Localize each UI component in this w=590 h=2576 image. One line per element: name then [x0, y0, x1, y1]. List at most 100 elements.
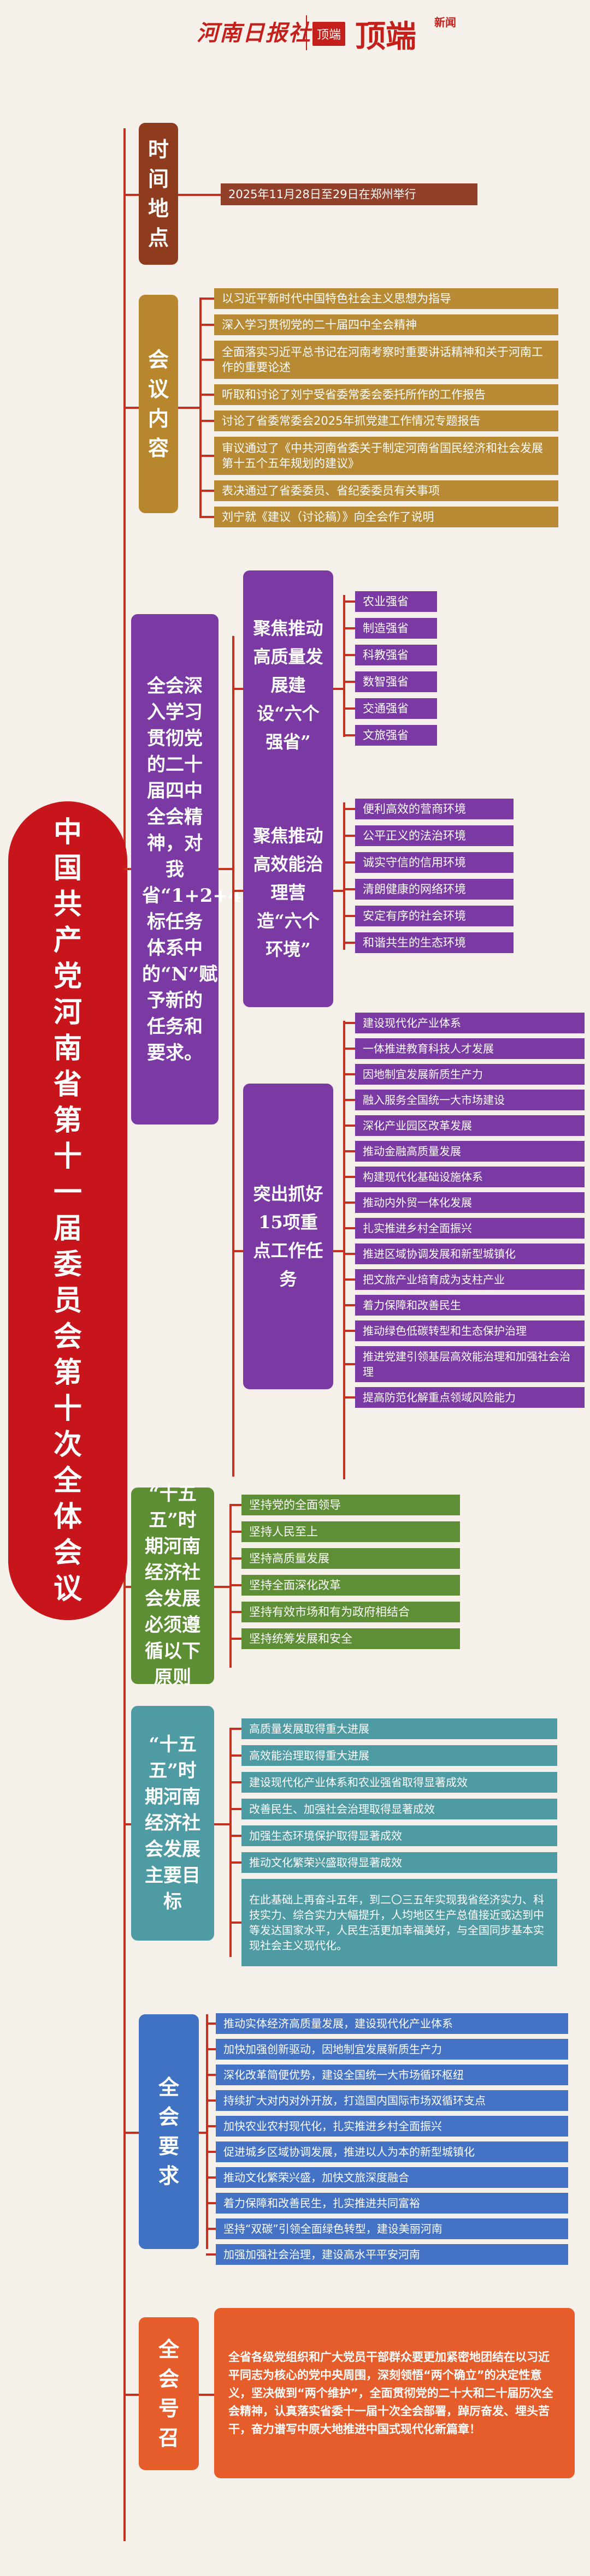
- item-connector: [206, 2074, 216, 2076]
- goal-item: 加强生态环境保护取得显著成效: [241, 1825, 557, 1846]
- province-item: 交通强省: [355, 698, 437, 719]
- item-connector: [206, 2048, 216, 2050]
- item-connector: [199, 490, 214, 492]
- environment-item: 安定有序的社会环境: [355, 906, 514, 926]
- item-connector: [199, 324, 214, 326]
- section-goals: “十五五”时期河南经济社会发展主要目标: [131, 1706, 214, 1941]
- group-six-environments: 聚焦推动高效能治理营造“六个环境”: [243, 778, 333, 1007]
- requirement-item: 深化改革简便优势，建设全国统一大市场循环枢纽: [216, 2065, 568, 2085]
- branch-line: [178, 194, 222, 196]
- item-connector: [229, 1504, 241, 1506]
- item-connector: [343, 1227, 355, 1229]
- task-item: 推动内外贸一体化发展: [355, 1192, 585, 1213]
- branch-line: [123, 194, 140, 196]
- goal-item: 高效能治理取得重大进展: [241, 1745, 557, 1766]
- call-text-box: 全省各级党组织和广大党员干部群众要更加紧密地团结在以习近平同志为核心的党中央周围…: [214, 2308, 575, 2478]
- item-connector: [343, 627, 355, 629]
- content-item: 刘宁就《建议（讨论稿）》向全会作了说明: [214, 507, 558, 527]
- requirement-item: 加快加强创新驱动，因地制宜发展新质生产力: [216, 2039, 568, 2060]
- item-connector: [343, 1099, 355, 1101]
- task-item: 深化产业园区改革发展: [355, 1115, 585, 1136]
- call-text: 全省各级党组织和广大党员干部群众要更加紧密地团结在以习近平同志为核心的党中央周围…: [228, 2350, 553, 2436]
- requirement-item: 加快农业农村现代化，扎实推进乡村全面振兴: [216, 2116, 568, 2137]
- item-connector: [343, 1125, 355, 1127]
- item-connector: [206, 2176, 216, 2179]
- item-connector: [343, 654, 355, 656]
- section-plenary: 全会深入学习贯彻党的二十届四中全会精神，对我省“1+2+4+N”目标任务体系中的…: [131, 614, 303, 1125]
- item-connector: [199, 359, 214, 361]
- content-item: 讨论了省委常委会2025年抓党建工作情况专题报告: [214, 411, 558, 431]
- requirement-item: 加强加强社会治理，建设高水平平安河南: [216, 2244, 568, 2265]
- item-connector: [206, 2151, 216, 2153]
- item-connector: [206, 2228, 216, 2230]
- item-connector: [229, 1531, 241, 1533]
- environment-item: 清朗健康的网络环境: [355, 879, 514, 900]
- item-connector: [343, 915, 355, 917]
- goal-item: 在此基础上再奋斗五年，到二〇三五年实现我省经济实力、科技实力、综合实力大幅提升，…: [241, 1879, 557, 1966]
- principle-item: 坚持有效市场和有为政府相结合: [241, 1602, 460, 1622]
- section-call: 全会号召: [139, 2317, 199, 2470]
- section-principles: “十五五”时期河南经济社会发展必须遵循以下原则: [131, 1483, 214, 1688]
- group-fifteen-tasks: 突出抓好15项重点工作任务: [243, 1084, 333, 1389]
- root-title: 中国共产党河南省第十一届委员会第十次全体会议: [8, 801, 127, 1620]
- item-connector: [229, 1557, 241, 1560]
- task-item: 提高防范化解重点领域风险能力: [355, 1387, 585, 1408]
- goal-item: 改善民生、加强社会治理取得显著成效: [241, 1799, 557, 1819]
- item-connector: [229, 1835, 241, 1837]
- item-connector: [343, 835, 355, 837]
- item-connector: [343, 1073, 355, 1075]
- task-item: 一体推进教育科技人才发展: [355, 1038, 585, 1059]
- item-connector: [199, 298, 214, 300]
- item-connector: [343, 1330, 355, 1332]
- item-connector: [229, 1921, 241, 1924]
- item-connector: [343, 1201, 355, 1204]
- branch-line: [123, 407, 140, 409]
- environment-item: 便利高效的营商环境: [355, 799, 514, 819]
- item-connector: [199, 455, 214, 457]
- item-connector: [206, 2202, 216, 2204]
- logo-divider: [306, 15, 307, 50]
- task-item: 融入服务全国统一大市场建设: [355, 1090, 585, 1110]
- province-item: 制造强省: [355, 618, 437, 639]
- item-connector: [343, 1176, 355, 1178]
- environment-item: 和谐共生的生态环境: [355, 932, 514, 953]
- task-item: 因地制宜发展新质生产力: [355, 1064, 585, 1085]
- principle-item: 坚持统筹发展和安全: [241, 1628, 460, 1649]
- plenary-connector: [232, 636, 234, 1477]
- time-place-item: 2025年11月28日至29日在郑州举行: [221, 183, 477, 205]
- requirement-item: 持续扩大对内对外开放，打造国内国际市场双循环支点: [216, 2090, 568, 2111]
- requirement-item: 坚持“双碳”引领全面绿色转型，建设美丽河南: [216, 2218, 568, 2239]
- content-item: 表决通过了省委委员、省纪委委员有关事项: [214, 480, 558, 501]
- item-connector: [229, 1638, 241, 1640]
- item-connector: [199, 516, 214, 518]
- section-requirements: 全会要求: [139, 2014, 199, 2249]
- item-connector: [343, 1363, 355, 1365]
- item-connector: [229, 1611, 241, 1613]
- item-connector: [343, 1150, 355, 1152]
- item-connector: [206, 2099, 216, 2102]
- item-connector: [229, 1584, 241, 1586]
- content-item: 深入学习贯彻党的二十届四中全会精神: [214, 314, 558, 335]
- item-connector: [229, 1728, 241, 1730]
- task-item: 建设现代化产业体系: [355, 1013, 585, 1033]
- section-time-place: 时间地点: [139, 123, 178, 265]
- content-item: 听取和讨论了刘宁受省委常委会委托所作的工作报告: [214, 384, 558, 405]
- province-item: 科教强省: [355, 645, 437, 665]
- newspaper-logo: 河南日报社: [197, 20, 311, 46]
- requirement-item: 推动文化繁荣兴盛，加快文旅深度融合: [216, 2167, 568, 2188]
- goal-item: 建设现代化产业体系和农业强省取得显著成效: [241, 1772, 557, 1793]
- item-connector: [206, 2022, 216, 2025]
- task-item: 推进区域协调发展和新型城镇化: [355, 1244, 585, 1264]
- item-connector: [229, 1808, 241, 1810]
- item-connector: [343, 942, 355, 944]
- section-content: 会议内容: [139, 295, 178, 513]
- item-connector: [343, 734, 355, 736]
- item-connector: [343, 1278, 355, 1281]
- principle-item: 坚持人民至上: [241, 1521, 460, 1542]
- task-item: 扎实推进乡村全面振兴: [355, 1218, 585, 1239]
- item-connector: [343, 707, 355, 710]
- content-item: 以习近平新时代中国特色社会主义思想为指导: [214, 288, 558, 309]
- task-item: 着力保障和改善民生: [355, 1295, 585, 1316]
- item-connector: [206, 2253, 216, 2256]
- content-connector: [199, 298, 202, 516]
